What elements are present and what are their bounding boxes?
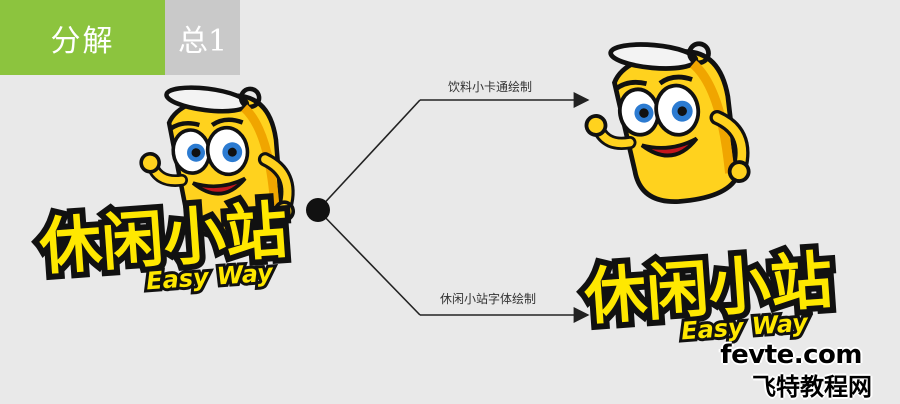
- logo-left: 休闲小站 Easy Way: [30, 187, 296, 298]
- branch-line-top: [317, 99, 421, 211]
- branch-node: [306, 198, 330, 222]
- mascot-right-illustration: [573, 22, 752, 216]
- section-tab-total: 总1: [165, 0, 240, 75]
- watermark-name: 飞特教程网: [752, 373, 872, 401]
- logo-right: 休闲小站 Easy Way: [575, 237, 841, 348]
- branch-line-bottom: [317, 209, 421, 316]
- watermark-site: fevte.com: [720, 340, 862, 370]
- branch-label-bottom: 休闲小站字体绘制: [440, 292, 537, 306]
- branch-label-top: 饮料小卡通绘制: [448, 80, 533, 94]
- section-tab-decompose: 分解: [0, 0, 165, 75]
